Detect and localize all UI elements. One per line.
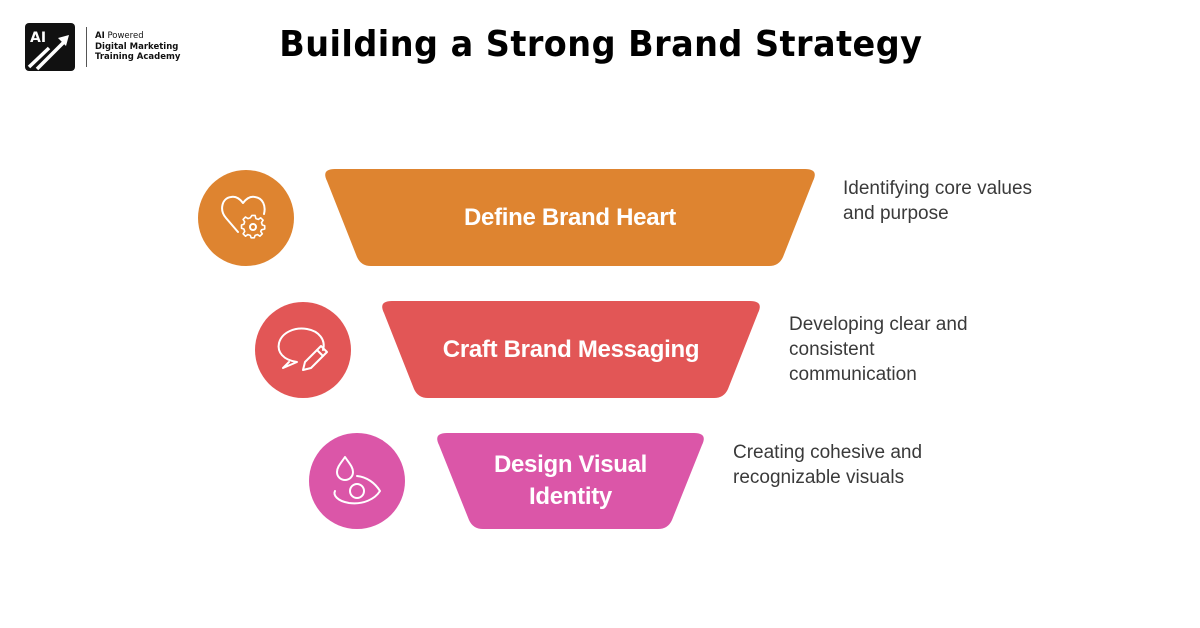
trapezoid-shape-pink [437,433,704,529]
step-1-trapezoid: Define Brand Heart [323,169,817,266]
step-3-trapezoid: Design Visual Identity [435,433,706,529]
step-1-icon-circle [198,170,294,266]
arrow-up-right-icon: AI [27,30,69,71]
brand-logo: AI AI Powered Digital Marketing Training… [25,23,180,71]
logo-divider [86,27,87,67]
step-2-description-line: communication [789,364,917,385]
step-1-label: Define Brand Heart [464,203,676,231]
step-2-trapezoid: Craft Brand Messaging [380,301,762,398]
step-1-description-line: Identifying core values [843,178,1033,199]
step-1-description: Identifying core values and purpose [843,176,1032,226]
page-title-text: Building a Strong Brand Strategy [278,24,923,65]
step-2-description-line: consistent [789,339,875,360]
droplet-eye-icon [333,456,381,505]
step-2-description: Developing clear and consistent communic… [789,312,968,387]
logo-line3: Training Academy [95,52,181,63]
logo-line1-bold: AI [95,31,105,42]
logo-mark: AI [25,23,75,71]
trapezoid-shape-red [382,301,760,398]
logo-text: AI Powered Digital Marketing Training Ac… [95,31,180,63]
step-1-description-line: and purpose [843,203,949,224]
step-3-label-line: Identity [529,483,612,510]
speech-bubble-pencil-icon [277,327,328,371]
step-3-description-line: Creating cohesive and [733,442,923,463]
heart-gear-icon [221,195,266,239]
step-2-description-line: Developing clear and [789,314,968,335]
step-2-label: Craft Brand Messaging [442,335,700,363]
page-title: Building a Strong Brand Strategy [0,24,1200,65]
svg-text:AI: AI [30,30,46,46]
step-3-description: Creating cohesive and recognizable visua… [733,440,922,490]
logo-line1-rest: Powered [104,31,144,42]
step-3-icon-circle [309,433,405,529]
logo-line2: Digital Marketing [95,41,179,52]
step-3-label: Design Visual Identity [435,433,706,529]
trapezoid-shape-orange [325,169,815,266]
step-2-icon-circle [255,302,351,398]
step-3-description-line: recognizable visuals [733,467,905,488]
step-3-label-line: Design Visual [493,451,648,478]
